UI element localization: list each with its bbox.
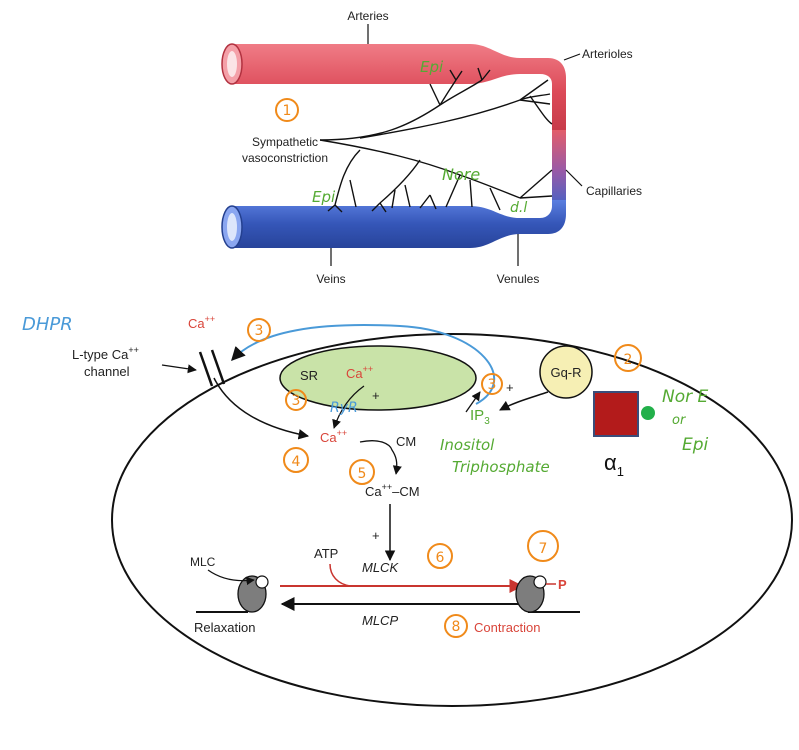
ip3-plus: +: [506, 380, 514, 395]
arterioles-label: Arterioles: [582, 47, 633, 61]
capillaries-label: Capillaries: [586, 184, 642, 198]
step-marker-3-channel: 3: [247, 318, 271, 342]
cell-membrane: [111, 333, 793, 707]
ca-cytosolic: Ca++: [320, 428, 347, 445]
step-marker-3-ip3: 3: [481, 373, 503, 395]
mlcp-label: MLCP: [362, 613, 398, 628]
mlc-label: MLC: [190, 555, 216, 569]
capillaries-leader: [565, 169, 583, 187]
annotation-dil: d.l: [510, 200, 527, 216]
svg-text:4: 4: [292, 454, 301, 470]
step-markers: 2 3 3 3 4 5 6 7: [247, 318, 642, 638]
step-marker-4: 4: [283, 447, 309, 473]
sympathetic-nerve-fibers: [319, 67, 553, 213]
veins-label: Veins: [316, 272, 345, 286]
ca-extracellular: Ca++: [188, 314, 215, 331]
contraction-label: Contraction: [474, 620, 540, 635]
arterioles-leader: [563, 53, 581, 61]
mlck-label: MLCK: [362, 560, 399, 575]
svg-text:3: 3: [488, 377, 497, 393]
alpha1-receptor: [593, 391, 639, 437]
annotation-ryr: RyR: [330, 400, 358, 416]
gq-receptor-label: Gq-R: [550, 365, 581, 380]
myosin-contracted: [515, 575, 580, 613]
ip3-to-sr-arrow: [465, 391, 481, 413]
annotation-epi-bottom: Epi: [312, 188, 336, 206]
calmodulin-label: CM: [396, 434, 416, 449]
svg-text:3: 3: [292, 393, 301, 409]
arteries-label: Arteries: [347, 9, 388, 23]
step-marker-3-sr: 3: [285, 389, 307, 411]
ip3-label: IP3: [470, 407, 490, 427]
annotation-epi-right: Epi: [682, 435, 709, 455]
gq-to-ip3-arrow: [499, 391, 549, 411]
step-marker-6: 6: [427, 543, 453, 569]
ca-cm-binding-arrow: [359, 440, 402, 475]
svg-text:5: 5: [358, 466, 367, 482]
vessel-section: Arteries: [221, 9, 642, 286]
annotation-triphosphate: Triphosphate: [452, 458, 550, 476]
alpha1-label: α1: [604, 450, 624, 479]
atp-arrow: [329, 563, 351, 587]
cell-section: Ca++ L-type Ca++ channel DHPR SR Ca++ + …: [22, 314, 793, 707]
l-type-channel: [198, 349, 226, 387]
relaxation-label: Relaxation: [194, 620, 255, 635]
step-marker-2: 2: [614, 344, 642, 372]
ca-cm-complex: Ca++–CM: [365, 482, 420, 499]
sr-release-plus: +: [372, 388, 380, 403]
myosin-relaxed: [196, 575, 269, 613]
annotation-dhpr: DHPR: [22, 314, 73, 335]
ligand-dot: [641, 406, 655, 420]
svg-text:2: 2: [624, 352, 633, 368]
sr-calcium: Ca++: [346, 364, 373, 381]
annotation-nore: Nore: [442, 165, 480, 184]
sr-release-arrow: [332, 385, 365, 429]
svg-text:3: 3: [255, 323, 264, 339]
step-marker-7: 7: [527, 530, 559, 562]
sympathetic-label-line2: vasoconstriction: [242, 151, 328, 165]
annotation-or: or: [672, 413, 687, 428]
l-type-label-line1: L-type Ca++: [72, 345, 139, 362]
annotation-nor-e: Nor E: [662, 387, 709, 407]
ca-influx-arrow: [213, 377, 310, 440]
step-marker-8: 8: [444, 614, 468, 638]
step-marker-1: 1: [275, 98, 299, 122]
artery-tube: [221, 43, 566, 140]
mlc-pointer-arrow: [207, 569, 255, 586]
svg-text:6: 6: [436, 550, 445, 566]
svg-text:8: 8: [452, 619, 461, 635]
gq-receptor: [539, 345, 593, 399]
annotation-inositol: Inositol: [440, 436, 495, 454]
svg-text:7: 7: [539, 541, 548, 557]
svg-text:1: 1: [283, 103, 292, 119]
sr-label: SR: [300, 368, 318, 383]
atp-label: ATP: [314, 546, 338, 561]
venules-label: Venules: [497, 272, 540, 286]
mlck-activation-plus: +: [372, 528, 380, 543]
phosphate-label: P: [558, 577, 567, 592]
step-marker-5: 5: [349, 459, 375, 485]
vein-tube: [221, 200, 566, 249]
channel-pointer-arrow: [161, 364, 197, 374]
capillary-segment: [552, 130, 566, 210]
sympathetic-label-line1: Sympathetic: [252, 135, 318, 149]
annotation-epi-top: Epi: [420, 58, 444, 76]
sarcoplasmic-reticulum: [279, 345, 477, 411]
l-type-label-line2: channel: [84, 364, 130, 379]
